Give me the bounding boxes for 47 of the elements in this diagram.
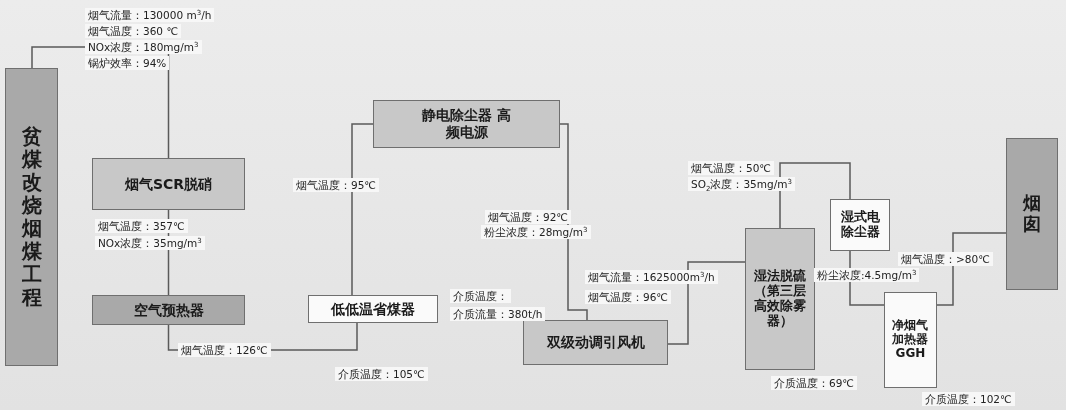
box-label: 空气预热器 xyxy=(133,301,204,319)
connector-line xyxy=(667,261,746,345)
parameter-note: 介质温度：69℃ xyxy=(771,376,858,390)
parameter-note: 介质温度：105℃ xyxy=(335,367,428,381)
process-box xyxy=(308,295,438,323)
box-label: 烟囱 xyxy=(1023,193,1041,235)
parameter-note: 烟气温度：360 ℃ xyxy=(85,24,182,38)
process-box xyxy=(92,295,245,325)
parameter-note: 烟气流量：130000 m$^{3}$/h xyxy=(85,8,215,22)
process-box xyxy=(1006,138,1058,290)
connector-line xyxy=(559,123,588,321)
box-label: 贫煤改烧烟煤工程 xyxy=(21,125,42,309)
parameter-note: SO$_{2}$浓度：35mg/m$^{3}$ xyxy=(688,177,795,191)
parameter-note: 介质流量：380t/h xyxy=(450,307,546,321)
box-label: 烟气SCR脱硝 xyxy=(124,175,213,193)
process-box xyxy=(830,199,890,251)
connector-line xyxy=(351,123,374,296)
parameter-note: 粉尘浓度:4.5mg/m$^{3}$ xyxy=(814,268,920,282)
parameter-note: 介质温度：102℃ xyxy=(922,392,1015,406)
process-box xyxy=(5,68,58,366)
box-label: 低低温省煤器 xyxy=(331,300,415,318)
parameter-note: 烟气温度：96℃ xyxy=(585,290,672,304)
box-label: 湿式电除尘器 xyxy=(840,210,880,240)
parameter-note: 烟气温度：92℃ xyxy=(485,210,572,224)
parameter-note: 烟气温度：>80℃ xyxy=(898,252,993,266)
parameter-note: 烟气温度：95℃ xyxy=(293,178,380,192)
parameter-note: NOx浓度：35mg/m$^{3}$ xyxy=(95,236,205,250)
parameter-note: NOx浓度：180mg/m$^{3}$ xyxy=(85,40,202,54)
parameter-note: 烟气温度：357℃ xyxy=(95,219,188,233)
connector-line xyxy=(779,162,851,229)
parameter-note: 烟气温度：126℃ xyxy=(178,343,271,357)
box-label: 静电除尘器 高频电源 xyxy=(421,107,512,141)
parameter-note: 介质温度： xyxy=(450,289,511,303)
process-box xyxy=(884,292,937,388)
parameter-note: 锅炉效率：94% xyxy=(85,56,170,70)
process-box xyxy=(523,320,668,365)
parameter-note: 粉尘浓度：28mg/m$^{3}$ xyxy=(481,225,591,239)
connector-line xyxy=(936,232,1007,306)
process-box xyxy=(745,228,815,370)
box-label: 湿法脱硫（第三层高效除雾器） xyxy=(753,269,807,329)
parameter-note: 烟气温度：50℃ xyxy=(688,161,775,175)
process-box xyxy=(92,158,245,210)
connector-line xyxy=(849,250,885,306)
process-box xyxy=(373,100,560,148)
box-label: 双级动调引风机 xyxy=(546,334,645,351)
box-label: 净烟气加热器GGH xyxy=(891,319,930,361)
parameter-note: 烟气流量：1625000m$^{3}$/h xyxy=(585,270,718,284)
